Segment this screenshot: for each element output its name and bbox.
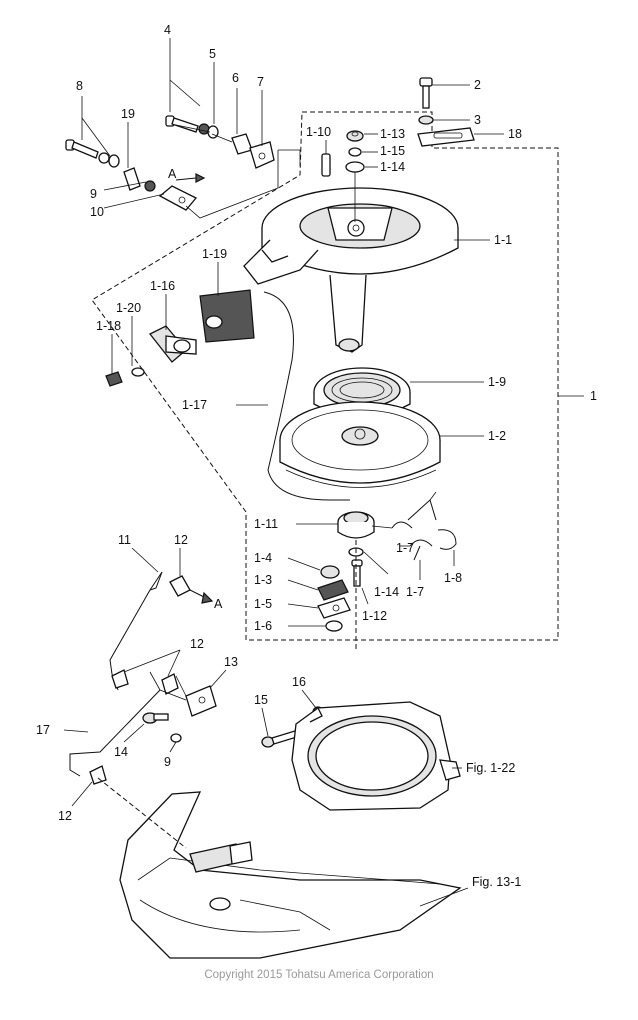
clip-12d: [89, 765, 107, 785]
spring-1-8: [437, 529, 457, 550]
starter-case: [243, 187, 459, 353]
rope-guide: [199, 289, 255, 343]
label-8: 8: [76, 79, 83, 93]
mounting-ring: [291, 701, 461, 811]
plate-1-5: [317, 597, 351, 619]
label-2: 2: [474, 78, 481, 92]
collar-19: [123, 167, 141, 191]
label-1: 1: [590, 389, 597, 403]
part-labels: 4 5 6 7 8 19 9 10 A 2 3 18 1-13 1-15 1-1…: [36, 23, 597, 889]
label-10: 10: [90, 205, 104, 219]
label-1-6: 1-6: [254, 619, 272, 633]
label-1-16: 1-16: [150, 279, 175, 293]
pawl-1-3: [317, 579, 349, 601]
label-1-18: 1-18: [96, 319, 121, 333]
starter-rope: [263, 291, 350, 501]
washer-9-top: [144, 180, 156, 192]
label-1-13: 1-13: [380, 127, 405, 141]
washer-9-bottom: [170, 733, 182, 743]
bracket-13: [149, 671, 217, 717]
spring-1-7b: [409, 539, 433, 561]
label-17: 17: [36, 723, 50, 737]
clip-12c: [161, 673, 179, 695]
assembly-boundary: [91, 111, 559, 641]
label-1-3: 1-3: [254, 573, 272, 587]
label-6: 6: [232, 71, 239, 85]
label-1-12: 1-12: [362, 609, 387, 623]
center-nut: [346, 130, 364, 142]
label-A-bottom: A: [214, 597, 223, 611]
bolt-8: [65, 139, 99, 159]
label-fig-13-1: Fig. 13-1: [472, 875, 521, 889]
collar-6: [231, 133, 253, 155]
label-1-2: 1-2: [488, 429, 506, 443]
label-3: 3: [474, 113, 481, 127]
label-1-7b: 1-7: [406, 585, 424, 599]
label-A-top: A: [168, 167, 177, 181]
handle-ring: [131, 367, 145, 377]
label-12-top: 12: [174, 533, 188, 547]
label-1-11: 1-11: [254, 517, 278, 531]
washer-3: [418, 115, 434, 125]
bolt-2: [419, 77, 433, 109]
label-1-19: 1-19: [202, 247, 227, 261]
bolt-15: [261, 729, 301, 748]
leader-lines: [63, 38, 584, 907]
center-pin: [321, 153, 331, 177]
bolt-4: [165, 115, 199, 133]
nut-1-4: [320, 565, 340, 579]
starter-reel: [279, 401, 441, 488]
washer-8b: [108, 154, 120, 168]
washer-1-6: [325, 620, 343, 632]
bolt-1-12: [351, 559, 363, 587]
label-1-14-top: 1-14: [380, 160, 405, 174]
label-9-bottom: 9: [164, 755, 171, 769]
label-1-1: 1-1: [494, 233, 512, 247]
starter-handle: [148, 325, 197, 363]
label-1-4: 1-4: [254, 551, 272, 565]
label-1-20: 1-20: [116, 301, 141, 315]
label-14: 14: [114, 745, 128, 759]
flat-washer: [345, 161, 365, 173]
label-fig-1-22: Fig. 1-22: [466, 761, 515, 775]
screw-14: [142, 712, 169, 724]
label-1-15: 1-15: [380, 144, 405, 158]
label-13: 13: [224, 655, 238, 669]
label-16: 16: [292, 675, 306, 689]
label-7: 7: [257, 75, 264, 89]
label-19: 19: [121, 107, 135, 121]
copyright-notice: Copyright 2015 Tohatsu America Corporati…: [204, 969, 433, 981]
spring-washer: [348, 147, 362, 157]
label-1-10: 1-10: [306, 125, 331, 139]
lever-7: [249, 141, 275, 169]
label-15: 15: [254, 693, 268, 707]
label-5: 5: [209, 47, 216, 61]
rod-11: [109, 571, 163, 691]
label-4: 4: [164, 23, 171, 37]
label-12-mid: 12: [190, 637, 204, 651]
washer-8a: [98, 152, 110, 164]
rod-17: [69, 689, 161, 777]
label-1-9: 1-9: [488, 375, 506, 389]
clip-12a: [169, 575, 191, 597]
clip-12b: [111, 669, 129, 689]
label-18: 18: [508, 127, 522, 141]
spring-1-7a: [391, 499, 437, 529]
label-1-7a: 1-7: [396, 541, 414, 555]
lower-cowling: [119, 791, 462, 959]
bracket-10: [158, 185, 198, 211]
label-1-17: 1-17: [182, 398, 207, 412]
label-1-8: 1-8: [444, 571, 462, 585]
rope-plug: [105, 371, 123, 387]
label-11: 11: [118, 533, 131, 547]
label-1-5: 1-5: [254, 597, 272, 611]
label-9-top: 9: [90, 187, 97, 201]
label-12-bottom: 12: [58, 809, 72, 823]
label-1-14-bottom: 1-14: [374, 585, 399, 599]
link-plate-18: [417, 127, 475, 147]
ratchet-1-11: [337, 511, 375, 539]
